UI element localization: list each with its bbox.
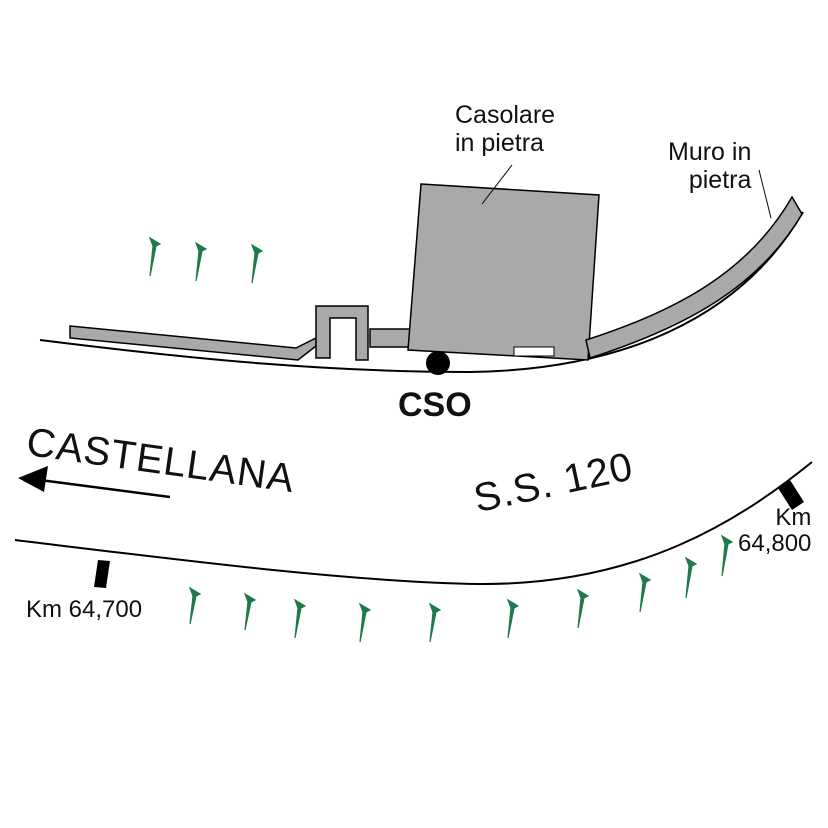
- stone-wall-middle: [369, 328, 411, 348]
- grass-tuft-icon: [684, 556, 698, 599]
- km-marker-icon: [778, 480, 804, 510]
- wall-label-line1: Muro in: [668, 138, 752, 166]
- km-label-right-line2: 64,800: [738, 530, 812, 558]
- road-south-edge: [14, 461, 813, 586]
- km-label-left: Km 64,700: [26, 596, 143, 623]
- grass-tuft-icon: [428, 602, 442, 643]
- grass-tuft-icon: [194, 241, 208, 282]
- grass-tuft-icon: [250, 243, 264, 284]
- stone-wall-right: [585, 195, 803, 359]
- stone-wall-left: [69, 325, 317, 361]
- road-north-edge: [39, 211, 804, 374]
- wall-label-line2: pietra: [688, 165, 752, 194]
- km-label-right: Km 64,800: [738, 504, 812, 558]
- wall-leader-line: [758, 169, 772, 219]
- grass-tuft-icon: [148, 236, 162, 277]
- gate-structure: [315, 305, 369, 361]
- station-label: CSO: [398, 386, 472, 424]
- house-label-line1: Casolare: [455, 101, 556, 129]
- grass-tuft-icon: [188, 586, 202, 625]
- grass-tuft-icon: [358, 602, 372, 643]
- house-label-line2: in pietra: [455, 128, 544, 157]
- house-opening: [513, 346, 555, 357]
- km-label-right-line1: Km: [775, 504, 812, 531]
- house-label: Casolare in pietra: [455, 101, 556, 157]
- station-dot-icon: [426, 351, 450, 375]
- stone-house: [407, 183, 600, 361]
- wall-label: Muro in pietra: [668, 138, 752, 194]
- grass-tuft-icon: [293, 598, 307, 639]
- grass-tuft-icon: [576, 588, 590, 629]
- grass-tuft-icon: [720, 534, 734, 577]
- arrow-left-icon: [18, 466, 171, 499]
- grass-tuft-icon: [638, 572, 652, 613]
- house-leader-line: [481, 164, 513, 205]
- grass-tuft-icon: [243, 592, 257, 631]
- grass-tuft-icon: [506, 598, 520, 639]
- km-marker-icon: [94, 560, 110, 588]
